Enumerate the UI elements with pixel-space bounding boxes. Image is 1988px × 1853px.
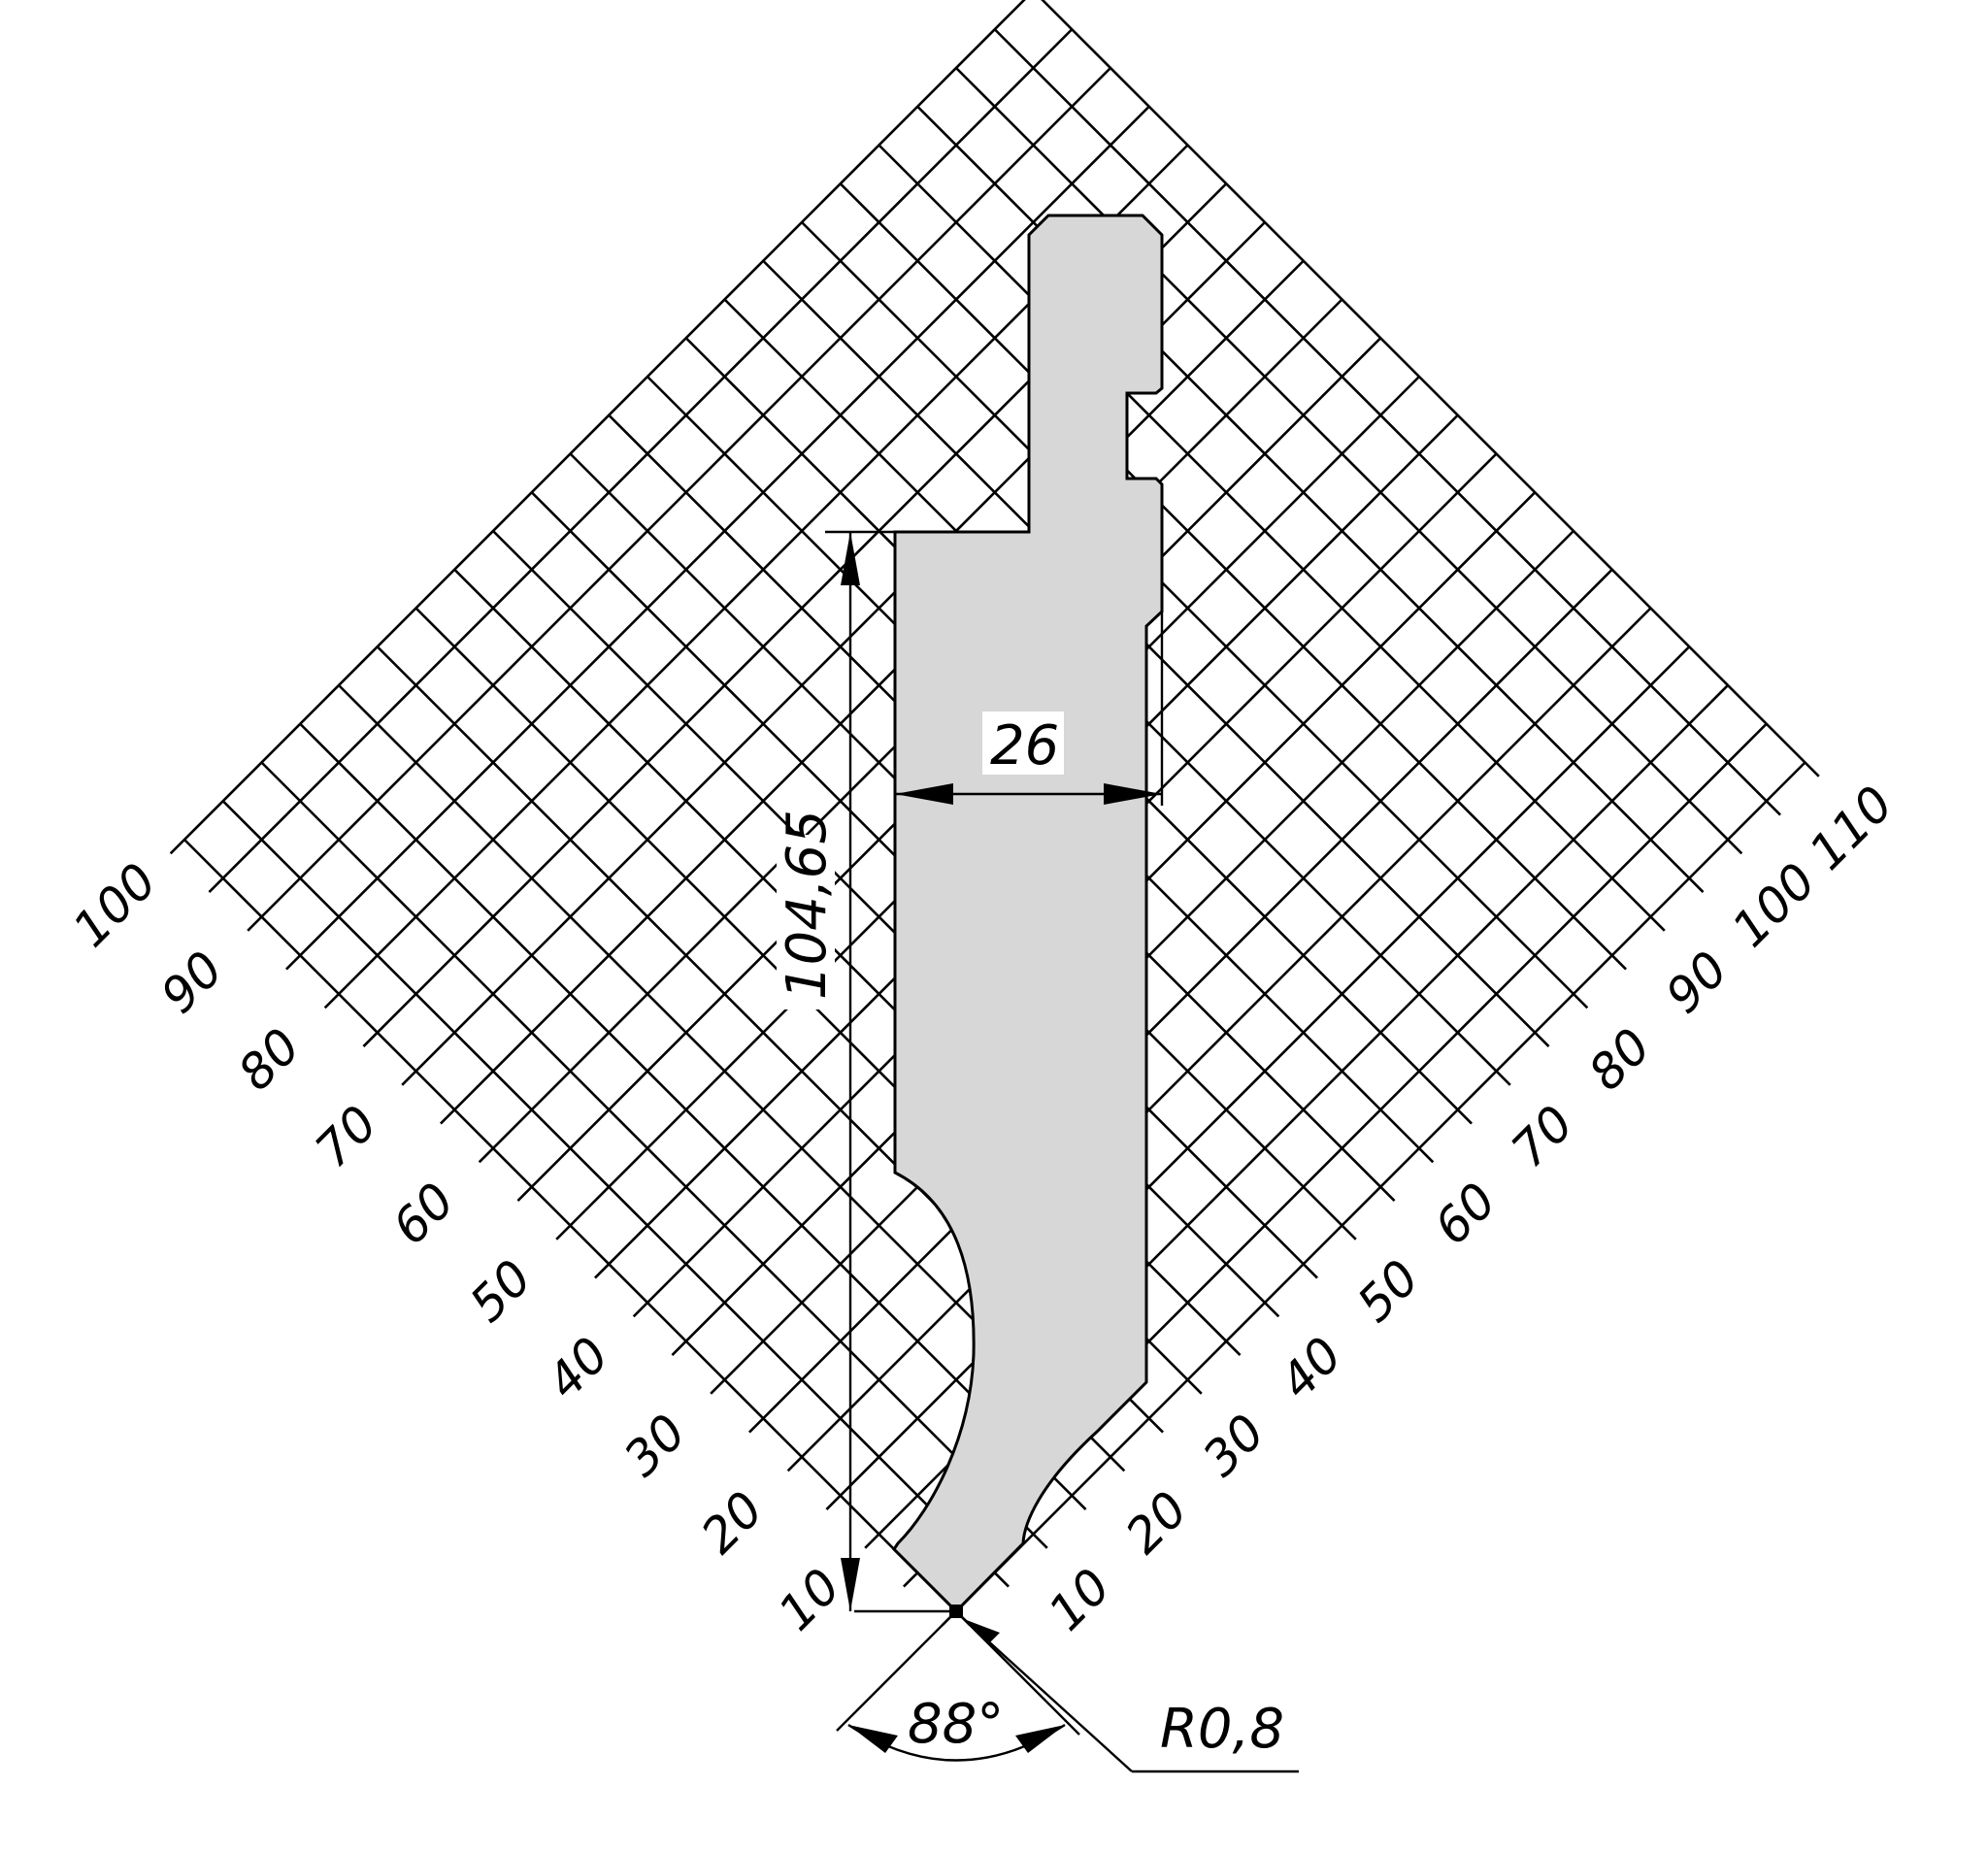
grid-line — [878, 144, 1666, 932]
grid-line — [955, 67, 1743, 855]
left-axis-label: 30 — [613, 1404, 697, 1487]
grid-line — [169, 0, 1026, 855]
left-axis-label: 60 — [381, 1173, 465, 1256]
left-axis-label: 100 — [62, 852, 167, 957]
grid-line — [299, 722, 1087, 1510]
left-axis-label: 80 — [227, 1018, 311, 1102]
grid-line — [1041, 0, 1820, 778]
width-dimension-label: 26 — [990, 714, 1059, 778]
radius-leader: R0,8 — [963, 1618, 1299, 1773]
left-axis-label: 70 — [305, 1095, 388, 1178]
radius-label: R0,8 — [1160, 1698, 1284, 1761]
right-axis-label: 10 — [1038, 1558, 1121, 1641]
left-axis-label: 50 — [459, 1249, 543, 1333]
angle-dimension: 88° — [836, 1610, 1080, 1762]
right-axis-label: 40 — [1270, 1327, 1353, 1410]
grid-line — [208, 28, 1074, 893]
angle-dimension-label: 88° — [908, 1693, 1004, 1756]
right-axis-label: 50 — [1346, 1249, 1430, 1333]
grid-line — [993, 28, 1781, 816]
height-dimension: 104,65 — [776, 530, 1029, 1613]
grid-line — [801, 221, 1589, 1009]
grid-line — [260, 761, 1048, 1549]
right-axis-label: 90 — [1655, 941, 1739, 1024]
left-axis-label: 90 — [150, 941, 234, 1024]
grid-line — [839, 182, 1627, 971]
grid-line — [748, 568, 1613, 1434]
grid-line — [941, 761, 1806, 1627]
right-axis-label: 110 — [1799, 776, 1904, 880]
grid-line — [285, 105, 1150, 971]
grid-line — [247, 67, 1111, 932]
grid-line — [183, 839, 972, 1627]
punch-profile — [892, 214, 1164, 1614]
width-dimension: 26 — [895, 612, 1164, 806]
right-axis-label: 20 — [1115, 1481, 1199, 1565]
right-axis-label: 100 — [1721, 852, 1826, 957]
right-axis-label: 60 — [1424, 1173, 1508, 1256]
height-dimension-label: 104,65 — [776, 810, 839, 1000]
left-axis-label: 10 — [768, 1558, 851, 1641]
left-axis-label: 20 — [690, 1481, 774, 1565]
grid-line — [762, 259, 1550, 1047]
right-axis-label: 30 — [1192, 1404, 1276, 1487]
right-axis-label: 70 — [1501, 1095, 1584, 1178]
right-axis-label: 80 — [1578, 1018, 1662, 1102]
left-axis-label: 40 — [536, 1327, 619, 1410]
grid-line — [825, 645, 1691, 1510]
grid-line — [221, 800, 1010, 1588]
grid-line — [786, 607, 1652, 1472]
grid-line — [440, 259, 1305, 1125]
